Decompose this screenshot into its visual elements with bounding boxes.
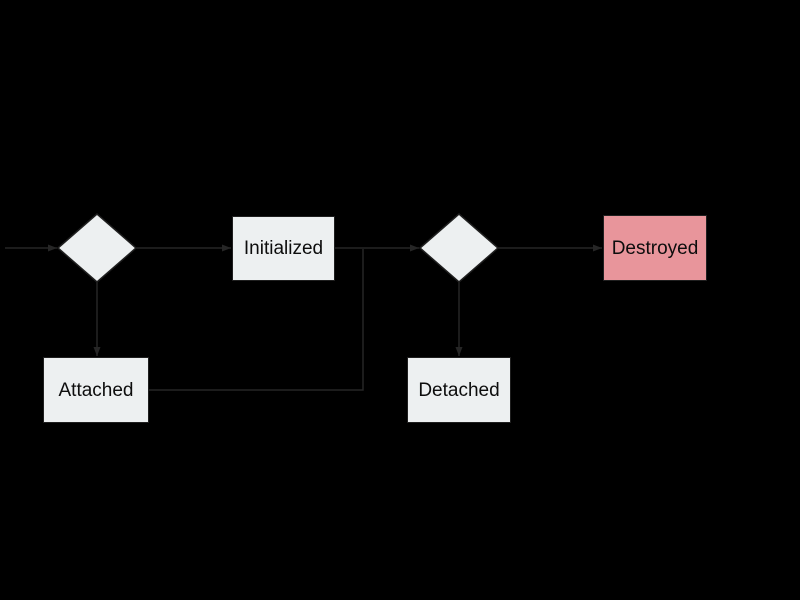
destroyed-node-label: Destroyed bbox=[611, 237, 699, 259]
detached-node-label: Detached bbox=[418, 379, 500, 401]
decision-diamond-2 bbox=[418, 213, 500, 283]
initialized-node: Initialized bbox=[232, 216, 335, 281]
initialized-node-label: Initialized bbox=[243, 238, 324, 259]
attached-node-label: Attached bbox=[58, 379, 134, 401]
edge-attached-to-decision2 bbox=[149, 249, 364, 391]
decision-diamond-1 bbox=[56, 213, 138, 283]
destroyed-node: Destroyed bbox=[603, 215, 707, 281]
detached-node: Detached bbox=[407, 357, 511, 423]
attached-node: Attached bbox=[43, 357, 149, 423]
